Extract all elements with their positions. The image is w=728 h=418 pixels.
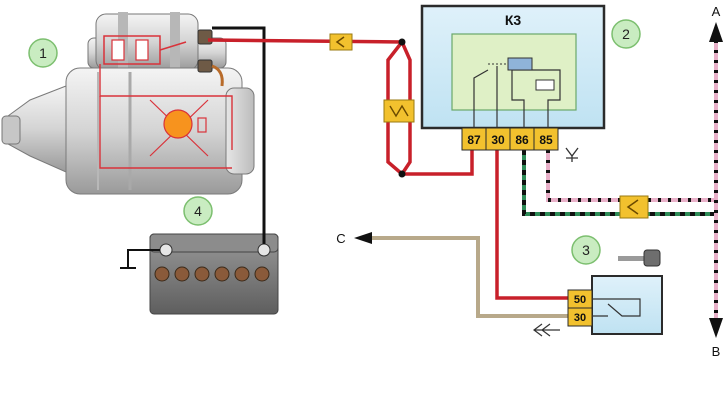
battery-lid — [149, 233, 279, 253]
wire-junction — [398, 38, 406, 46]
callout-circle — [571, 235, 601, 265]
cell-cap — [174, 266, 190, 282]
starter-motor — [1, 12, 255, 195]
callout-relay: 2 — [611, 19, 641, 49]
solenoid-ring-2 — [170, 12, 180, 72]
arrow-c — [354, 232, 372, 244]
callout-label-battery: 4 — [194, 203, 202, 219]
solenoid-contact — [159, 41, 187, 51]
ground-wire — [127, 249, 160, 268]
wire-battery-to-starter — [212, 26, 266, 244]
switch-pin-label: 30 — [574, 312, 586, 324]
callout-label-starter: 1 — [39, 45, 47, 61]
wire-red-loop-left — [386, 40, 474, 176]
ignition-switch-housing — [591, 275, 663, 335]
terminal-label-c: C — [336, 231, 345, 246]
starter-jumper-wire — [211, 64, 224, 87]
cell-cap — [214, 266, 230, 282]
ignition-switch: 50 30 — [567, 275, 663, 335]
relay-pins: 87 30 86 85 — [461, 127, 559, 151]
switch-connector-icon — [533, 323, 560, 337]
battery — [120, 233, 279, 315]
terminal-label-b: B — [712, 344, 721, 359]
wire-red-starter — [207, 38, 403, 44]
relay-resistor — [535, 79, 555, 91]
arrow-a — [709, 22, 723, 42]
relay-pin-label: 30 — [491, 133, 505, 147]
fuse-main-symbol — [335, 36, 345, 48]
wire-tan-switch-to-c — [372, 236, 568, 318]
callout-circle — [28, 38, 58, 68]
starter-internal-circuit-2 — [99, 96, 232, 169]
relay-contact-arm — [473, 69, 489, 128]
callout-circle — [183, 196, 213, 226]
wire-green-86-stripe — [522, 150, 716, 216]
relay-pin-label: 87 — [467, 133, 481, 147]
fuse-loop-symbol — [389, 104, 409, 118]
wire-red-relay-to-switch — [495, 150, 568, 300]
solenoid-terminal-50 — [197, 59, 213, 73]
relay-pin-label: 86 — [515, 133, 529, 147]
callout-battery: 4 — [183, 196, 213, 226]
relay-connector-icon — [565, 147, 579, 162]
callout-ignition-switch: 3 — [571, 235, 601, 265]
relay-pin-label: 85 — [539, 133, 553, 147]
fuse-main — [329, 33, 353, 51]
starter-internal-circuit — [99, 64, 233, 150]
cell-cap — [254, 266, 270, 282]
battery-positive-terminal — [257, 243, 271, 257]
solenoid-terminal-30 — [197, 29, 213, 45]
relay-title: К3 — [505, 12, 522, 28]
fuse-signal — [619, 195, 649, 219]
battery-cell-caps — [154, 266, 270, 282]
fuse-signal-symbol — [626, 199, 639, 215]
battery-negative-terminal — [159, 243, 173, 257]
switch-contact-schematic — [592, 298, 641, 317]
switch-pin-label: 50 — [574, 294, 586, 306]
solenoid-winding-1 — [111, 39, 125, 61]
key-blade — [618, 256, 644, 261]
armature-rotor — [163, 109, 193, 139]
cell-cap — [234, 266, 250, 282]
callout-starter: 1 — [28, 38, 58, 68]
relay-coil — [507, 57, 533, 71]
key-head — [643, 249, 661, 267]
arrow-b — [709, 318, 723, 338]
starter-end-cap — [225, 87, 255, 175]
relay-coil-circuit — [511, 69, 561, 128]
relay-inner — [451, 33, 577, 111]
relay-pin — [533, 127, 559, 151]
field-coil — [197, 117, 207, 133]
cell-cap — [194, 266, 210, 282]
terminal-label-a: A — [712, 4, 721, 19]
wire-pink-85-stripe — [546, 150, 716, 202]
switch-pin — [567, 307, 593, 327]
starter-body — [65, 67, 243, 195]
key-icon — [618, 249, 661, 267]
solenoid-winding-2 — [135, 39, 149, 61]
callout-label-relay: 2 — [622, 26, 630, 42]
cell-cap — [154, 266, 170, 282]
callout-circle — [611, 19, 641, 49]
wire-junction-2 — [398, 170, 406, 178]
starter-relay: К3 87 30 86 85 — [420, 4, 606, 162]
starter-pinion — [1, 115, 21, 145]
callout-label-ignition-switch: 3 — [582, 242, 590, 258]
